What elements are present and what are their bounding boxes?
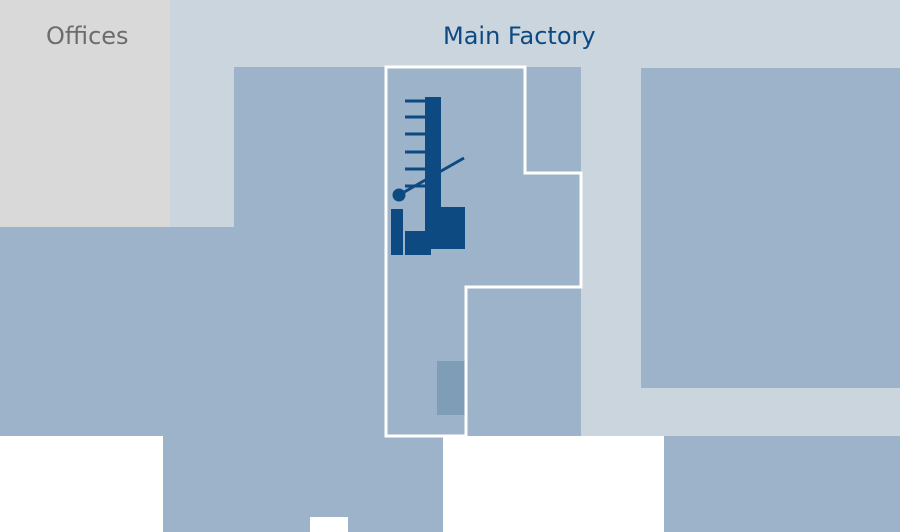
selected-area-outline[interactable] [384, 65, 583, 438]
factory-hall-left[interactable] [234, 67, 384, 436]
factory-hall-right[interactable] [641, 68, 900, 388]
lower-strip-right[interactable] [664, 436, 900, 532]
lower-strip-left[interactable] [163, 436, 443, 532]
doorway [310, 517, 348, 532]
equipment-marker[interactable] [437, 361, 465, 415]
main-factory-label: Main Factory [443, 22, 596, 50]
crane-machine-icon[interactable] [391, 97, 465, 255]
offices-label: Offices [46, 22, 129, 50]
offices-zone[interactable] [0, 0, 172, 227]
lower-left-building[interactable] [0, 227, 234, 436]
